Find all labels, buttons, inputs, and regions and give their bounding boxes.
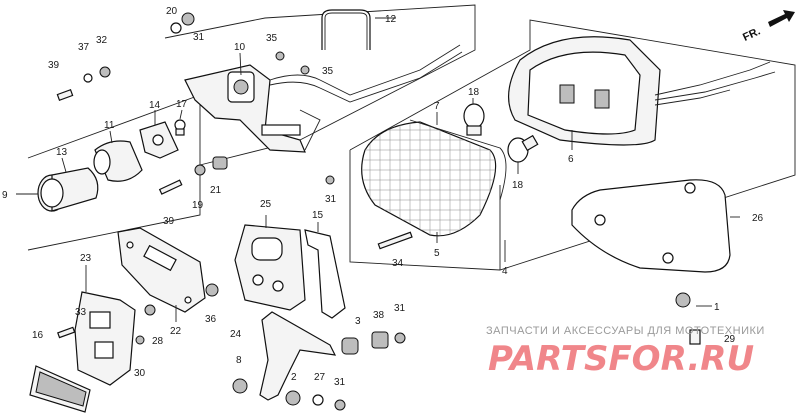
label-18: 18 (468, 87, 480, 98)
reflector-plate (29, 365, 91, 413)
label-28: 28 (152, 336, 164, 347)
label-31c: 31 (394, 303, 406, 314)
part-25-taillight-stay (234, 224, 306, 311)
part-13-rear-lens-housing (37, 167, 99, 212)
label-35b: 35 (322, 66, 334, 77)
part-6-taillight-housing (507, 36, 661, 146)
label-7: 7 (434, 101, 440, 112)
front-arrow-icon (768, 10, 795, 27)
label-32: 32 (96, 35, 108, 46)
label-17: 17 (176, 99, 188, 110)
label-34: 34 (392, 258, 404, 269)
wire-harness-left (269, 44, 461, 96)
label-22: 22 (170, 326, 182, 337)
front-direction-label: FR. (741, 25, 762, 43)
part-5-taillight-lens (361, 121, 497, 237)
label-6: 6 (568, 154, 574, 165)
part-11-rubber-cover (93, 140, 143, 182)
part-17-bulb (174, 119, 186, 136)
label-5: 5 (434, 248, 440, 259)
part-24-mount-bracket (259, 311, 337, 401)
label-31b: 31 (325, 194, 337, 205)
wire-harness-left-2 (269, 51, 463, 103)
wire-harness-right-3 (654, 89, 731, 106)
label-12: 12 (385, 14, 397, 25)
label-23: 23 (80, 253, 92, 264)
part-10-license-bracket (184, 64, 306, 153)
label-8: 8 (236, 355, 242, 366)
label-19: 19 (192, 200, 204, 211)
part-26-base-gasket (571, 179, 731, 273)
label-33: 33 (75, 307, 87, 318)
label-36: 36 (205, 314, 217, 325)
part-12-grab-wire (321, 9, 371, 50)
label-1: 1 (714, 302, 720, 313)
label-2: 2 (291, 372, 297, 383)
label-9: 9 (2, 190, 8, 201)
label-31d: 31 (334, 377, 346, 388)
label-39a: 39 (48, 60, 60, 71)
watermark: ЗАПЧАСТИ И АКСЕССУАРЫ ДЛЯ МОТОТЕХНИКИ PA… (486, 325, 765, 379)
label-18b: 18 (512, 180, 524, 191)
label-10: 10 (234, 42, 246, 53)
part-15-seal-strip (304, 229, 346, 319)
label-16: 16 (32, 330, 44, 341)
watermark-logo: PARTSFOR.RU (488, 339, 754, 379)
label-4: 4 (502, 266, 508, 277)
label-3: 3 (355, 316, 361, 327)
label-37: 37 (78, 42, 90, 53)
front-direction-indicator: FR. (741, 10, 795, 44)
label-15: 15 (312, 210, 324, 221)
part-18-bulb-lower (507, 134, 539, 163)
label-35a: 35 (266, 33, 278, 44)
leader-lines (16, 17, 740, 322)
callout-labels: 20 31 12 37 32 39 10 35 35 14 17 11 13 9… (2, 6, 764, 388)
fasteners (56, 12, 701, 411)
label-30: 30 (134, 368, 146, 379)
wire-harness-right (654, 61, 771, 96)
label-13: 13 (56, 147, 68, 158)
part-22-reflector-bracket (117, 227, 206, 313)
label-31a: 31 (193, 32, 205, 43)
label-25: 25 (260, 199, 272, 210)
part-18-bulb-upper (463, 103, 485, 136)
label-11: 11 (104, 120, 115, 131)
label-20: 20 (166, 6, 178, 17)
wire-harness-right-2 (654, 71, 776, 101)
label-27: 27 (314, 372, 326, 383)
label-26: 26 (752, 213, 764, 224)
watermark-caption: ЗАПЧАСТИ И АКСЕССУАРЫ ДЛЯ МОТОТЕХНИКИ (486, 325, 765, 337)
part-7-lens-gasket (409, 119, 507, 201)
part-14-socket-plate (139, 121, 179, 159)
label-38: 38 (373, 310, 385, 321)
label-29: 29 (724, 334, 736, 345)
label-14: 14 (149, 100, 161, 111)
part-23-license-holder (74, 291, 136, 386)
wire-harness-left-3 (299, 109, 321, 151)
label-21: 21 (210, 185, 222, 196)
label-24: 24 (230, 329, 242, 340)
frame-left-upper (27, 94, 201, 251)
label-39b: 39 (163, 216, 175, 227)
frame-taillight (349, 19, 796, 271)
